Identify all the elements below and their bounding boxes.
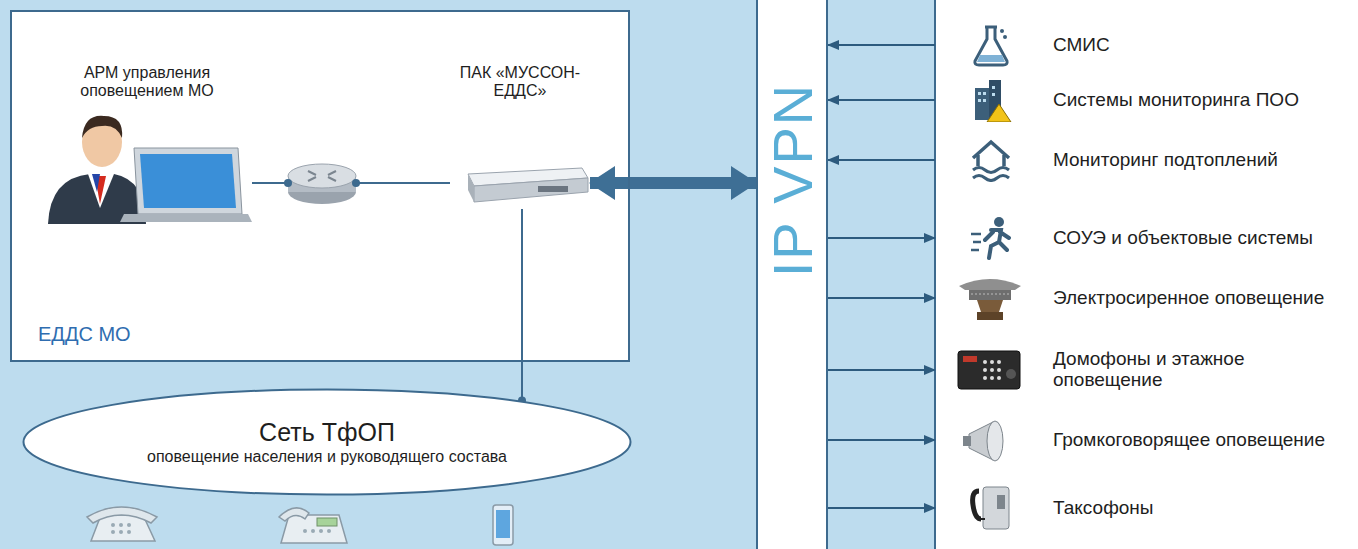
vpn-label: IP VPN [760,83,825,278]
node-item: СМИС [935,19,1358,71]
connector [828,44,935,46]
connector [828,507,935,509]
node-frame: ЕДДС МО АРМ управления оповещением МО ПАК … [10,10,630,362]
building-hazard-icon [969,78,1013,122]
network-title: Сеть ТфОП [259,417,395,447]
phone-icon [279,508,347,543]
ground [10,10,630,362]
node-item: Электросиренное оповещение [935,272,1358,324]
connector [828,237,935,239]
node-ellipse: Сеть ТфОПоповещение населения и руководя… [22,388,632,496]
node-station: АРМ управления оповещением МО [42,64,252,224]
system-label: Громкоговорящее оповещение [1053,430,1325,451]
system-label: Системы мониторинга ПОО [1053,90,1299,111]
connector [828,159,935,161]
node-item: Системы мониторинга ПОО [935,74,1358,126]
connector [828,297,935,299]
node-item: СОУЭ и объектовые системы [935,212,1358,264]
node-item: Домофоны и этажное оповещение [935,344,1358,396]
evacuation-icon [969,216,1013,260]
server-icon [450,164,590,209]
workstation-icon [42,108,252,224]
phone-icon [87,507,157,541]
station-label: ПАК «МУССОН-ЕДДС» [450,64,590,101]
system-label: Мониторинг подтоплений [1053,150,1278,171]
loudspeaker-icon [963,416,1019,466]
lab-flask-icon [969,23,1013,67]
node-item: Громкоговорящее оповещение [935,414,1358,466]
system-label: СОУЭ и объектовые системы [1053,228,1313,249]
node-item: Мониторинг подтоплений [935,134,1358,186]
system-label: Таксофоны [1053,498,1153,519]
node-item: Таксофоны [935,482,1358,534]
mobile-icon [493,505,513,545]
connector [828,99,935,101]
station-label: АРМ управления оповещением МО [42,64,252,101]
flood-house-icon [969,138,1013,182]
panel [935,0,1358,549]
frame-label: ЕДДС МО [38,323,131,346]
system-label: СМИС [1053,35,1110,56]
intercom-icon [957,350,1021,390]
router-icon [284,164,360,204]
system-label: Домофоны и этажное оповещение [1053,349,1358,390]
connector [828,369,935,371]
system-label: Электросиренное оповещение [1053,288,1324,309]
network-subtitle: оповещение населения и руководящего сост… [147,447,507,468]
node-station: ПАК «МУССОН-ЕДДС» [450,64,590,209]
connector [828,439,935,441]
siren-icon [955,272,1025,324]
payphone-icon [969,485,1013,531]
connector [521,209,523,400]
connector [252,182,450,184]
connector [590,177,756,189]
node-vpn: IP VPN [756,0,828,549]
